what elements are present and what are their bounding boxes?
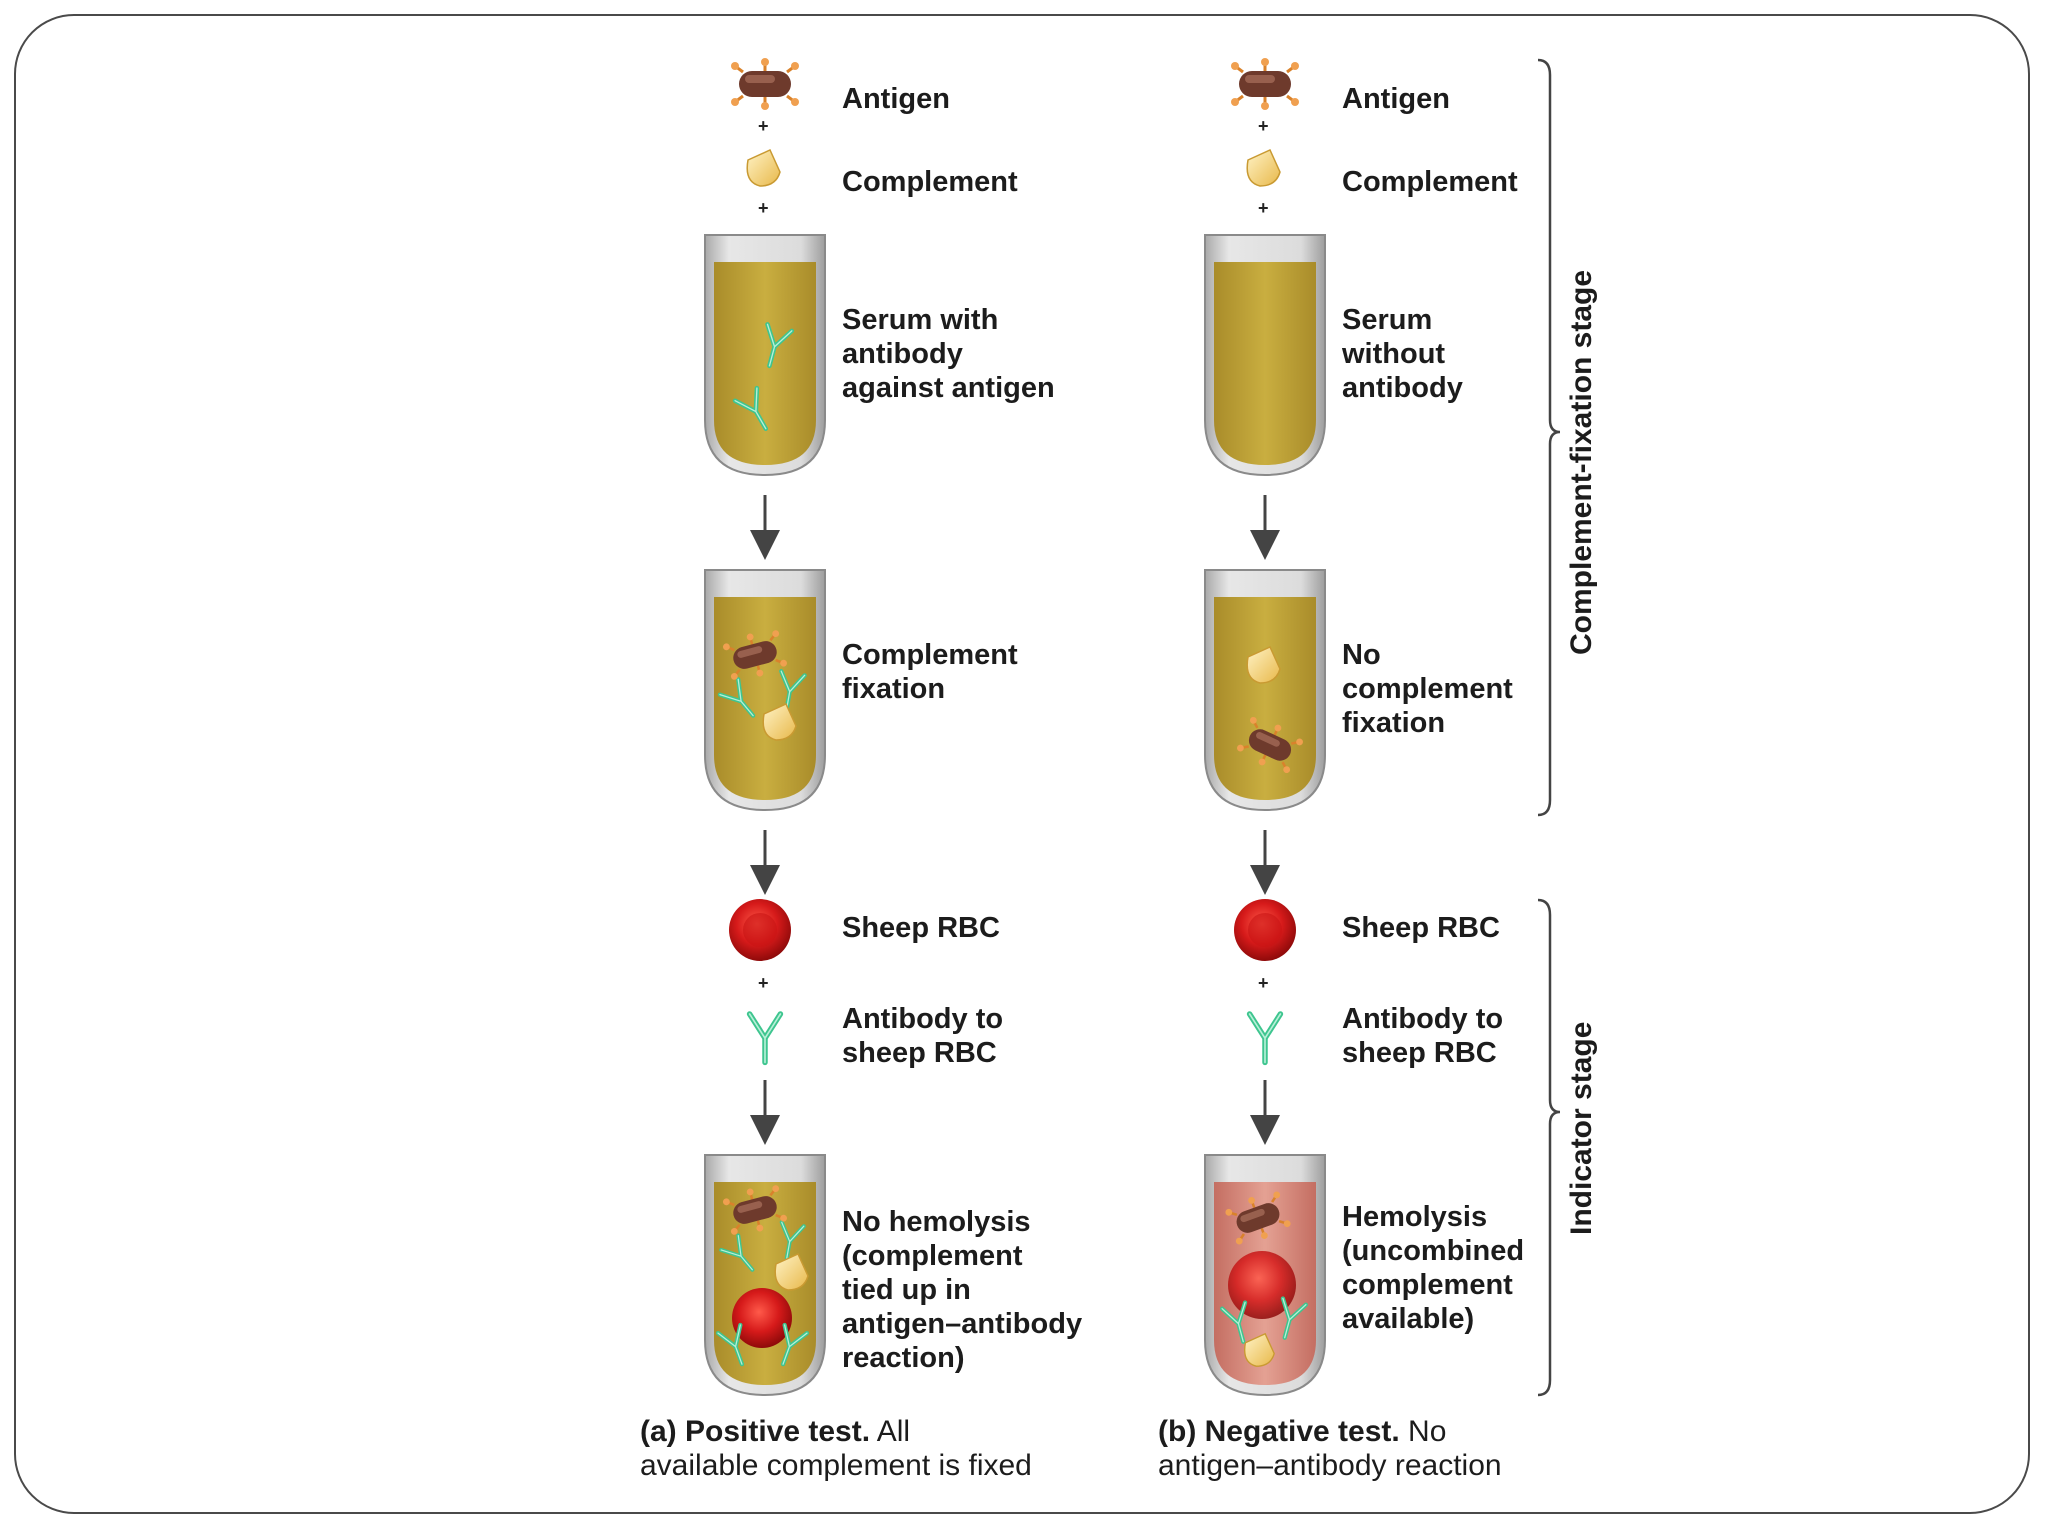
plus-sign: +: [1258, 116, 1269, 136]
caption-title: (a) Positive test.: [640, 1415, 871, 1448]
sheep-rbc-label: Sheep RBC: [842, 912, 1000, 944]
rbc-icon: [732, 1288, 792, 1348]
antigen-icon: [1229, 56, 1301, 112]
complement-label: Complement: [1342, 166, 1518, 198]
fixation-stage-label: Complement-fixation stage: [1565, 269, 1598, 655]
fixation-tube: [1204, 569, 1326, 812]
antigen-label: Antigen: [842, 83, 950, 115]
antigen-label: Antigen: [1342, 83, 1450, 115]
antibody-to-rbc-label: Antibody to sheep RBC: [1342, 1003, 1504, 1069]
caption-text: All available complement is fixed: [640, 1415, 1032, 1482]
serum-tube: [1204, 234, 1326, 477]
plus-sign: +: [758, 973, 769, 993]
caption-title: (b) Negative test.: [1158, 1415, 1400, 1448]
serum-label: Serum with antibody against antigen: [842, 304, 1055, 404]
complement-icon: [746, 149, 781, 187]
fixation-label: Complement fixation: [842, 639, 1018, 705]
plus-sign: +: [758, 198, 769, 218]
antibody-icon: [750, 1014, 781, 1062]
fixation-stage-bracket: [1537, 58, 1561, 817]
complement-label: Complement: [842, 166, 1018, 198]
positive-caption: (a) Positive test. All available complem…: [640, 1415, 1032, 1483]
plus-sign: +: [1258, 198, 1269, 218]
plus-sign: +: [1258, 973, 1269, 993]
result-tube: [1204, 1154, 1326, 1397]
result-label: No hemolysis (complement tied up in anti…: [842, 1206, 1083, 1374]
plus-sign: +: [758, 116, 769, 136]
caption-text: No antigen–antibody reaction: [1158, 1415, 1502, 1482]
complement-icon: [1246, 149, 1281, 187]
negative-column: [1204, 56, 1326, 1397]
slide-frame: [14, 14, 2030, 1514]
fixation-label: No complement fixation: [1342, 639, 1513, 739]
antibody-icon: [1250, 1014, 1281, 1062]
indicator-stage-label: Indicator stage: [1565, 1021, 1598, 1235]
serum-tube: [704, 234, 826, 477]
positive-column: [704, 56, 826, 1397]
sheep-rbc-label: Sheep RBC: [1342, 912, 1500, 944]
antigen-icon: [729, 56, 801, 112]
result-label: Hemolysis (uncombined complement availab…: [1342, 1201, 1525, 1335]
result-tube: [704, 1154, 826, 1397]
fixation-tube: [704, 569, 826, 812]
negative-caption: (b) Negative test. No antigen–antibody r…: [1158, 1415, 1502, 1483]
antibody-to-rbc-label: Antibody to sheep RBC: [842, 1003, 1004, 1069]
serum-label: Serum without antibody: [1342, 304, 1463, 404]
indicator-stage-bracket: [1537, 898, 1561, 1397]
